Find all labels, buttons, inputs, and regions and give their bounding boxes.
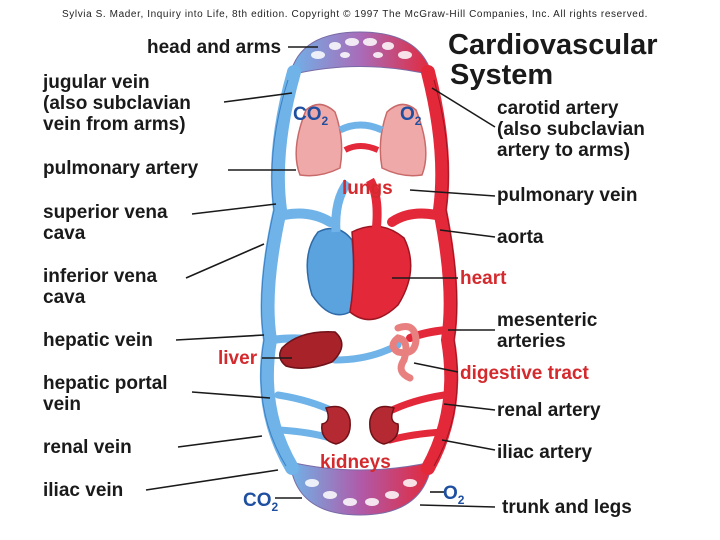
label-iliac-vein: iliac vein — [43, 480, 124, 501]
label-pulmonary-artery: pulmonary artery — [43, 158, 199, 179]
gas-co2-top: CO2 — [293, 104, 329, 128]
label-head-and-arms: head and arms — [147, 37, 282, 58]
label-lungs: lungs — [342, 178, 393, 199]
label-carotid-artery-3: artery to arms) — [497, 140, 631, 161]
kidneys-artwork — [321, 405, 399, 445]
label-trunk-and-legs: trunk and legs — [502, 497, 632, 518]
head-arms-capillary-bed — [289, 31, 433, 76]
label-hepatic-portal-vein-2: vein — [43, 394, 82, 415]
label-renal-artery: renal artery — [497, 400, 601, 421]
label-carotid-artery-2: (also subclavian — [497, 119, 645, 140]
label-hepatic-vein: hepatic vein — [43, 330, 153, 351]
label-jugular-vein-2: (also subclavian — [43, 93, 191, 114]
heart-artwork — [306, 177, 412, 321]
trunk-legs-capillary-bed — [289, 461, 433, 516]
vein-stroke-lines — [260, 79, 289, 467]
label-iliac-artery: iliac artery — [497, 442, 593, 463]
title-line-1: Cardiovascular — [448, 29, 658, 61]
label-inferior-vena-cava-2: cava — [43, 287, 86, 308]
label-digestive-tract: digestive tract — [460, 363, 589, 384]
copyright-notice: Sylvia S. Mader, Inquiry into Life, 8th … — [62, 9, 648, 20]
trunk-legs-capillary-net — [305, 479, 417, 506]
label-liver: liver — [218, 348, 258, 369]
liver-artwork — [279, 331, 343, 369]
label-carotid-artery-1: carotid artery — [497, 98, 619, 119]
label-kidneys: kidneys — [320, 452, 391, 473]
label-hepatic-portal-vein-1: hepatic portal — [43, 373, 168, 394]
label-mesenteric-arteries-1: mesenteric — [497, 310, 598, 331]
label-superior-vena-cava-2: cava — [43, 223, 86, 244]
lungs-artwork — [295, 103, 427, 177]
label-renal-vein: renal vein — [43, 437, 132, 458]
gas-o2-bottom: O2 — [443, 483, 465, 507]
label-mesenteric-arteries-2: arteries — [497, 331, 566, 352]
label-jugular-vein-1: jugular vein — [43, 72, 150, 93]
label-superior-vena-cava-1: superior vena — [43, 202, 168, 223]
title-line-2: System — [450, 59, 554, 91]
label-aorta: aorta — [497, 227, 544, 248]
label-heart: heart — [460, 268, 507, 289]
digestive-tract-artwork — [389, 323, 420, 382]
label-jugular-vein-3: vein from arms) — [43, 114, 186, 135]
label-inferior-vena-cava-1: inferior vena — [43, 266, 158, 287]
label-pulmonary-vein: pulmonary vein — [497, 185, 638, 206]
artery-stroke-lines — [433, 79, 458, 467]
gas-co2-bottom: CO2 — [243, 490, 279, 514]
leader-lines — [145, 46, 496, 508]
head-arms-capillary-net — [311, 38, 412, 59]
gas-o2-top: O2 — [400, 104, 422, 128]
